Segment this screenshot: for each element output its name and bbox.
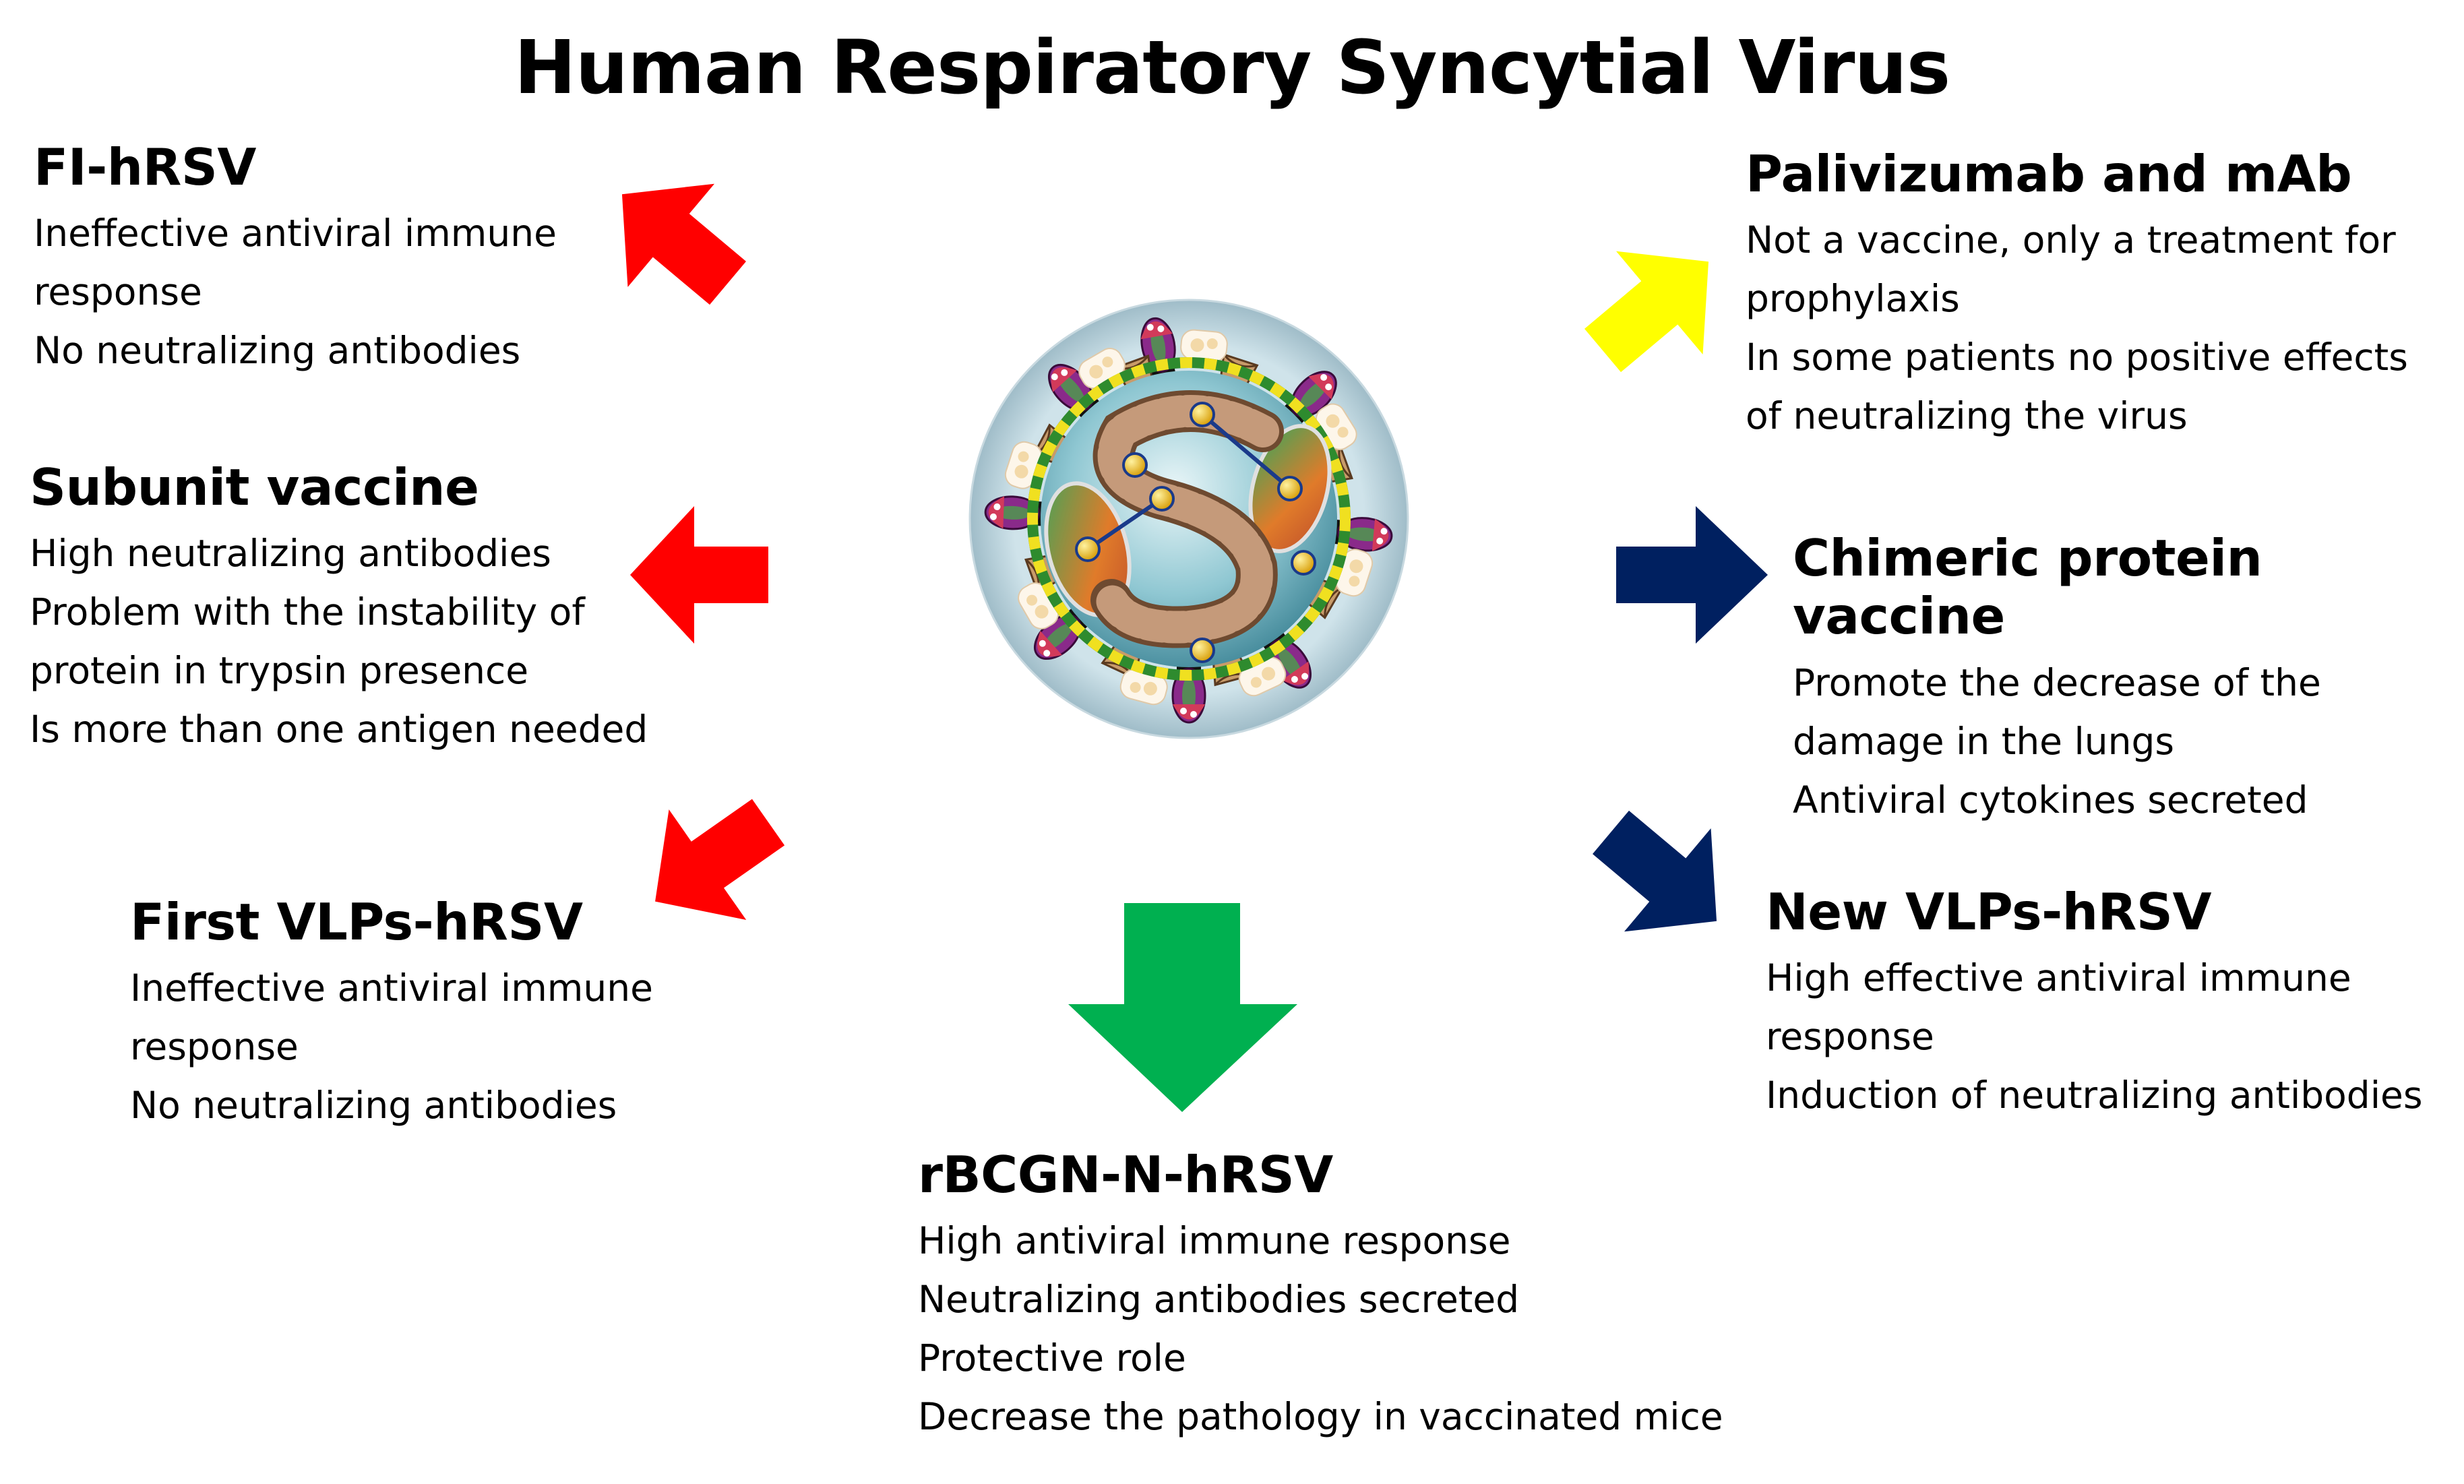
rbcgn-line: Decrease the pathology in vaccinated mic…: [918, 1395, 1723, 1439]
fi-hrsv-arrow: [621, 183, 746, 305]
palivizumab-heading: Palivizumab and mAb: [1746, 144, 2352, 204]
subunit-vaccine-line: protein in trypsin presence: [30, 649, 529, 693]
palivizumab-block: Palivizumab and mAb Not a vaccine, only …: [1746, 145, 2408, 445]
rbcgn-arrow: [1068, 903, 1297, 1112]
new-vlps-arrow: [1593, 810, 1717, 932]
fi-hrsv-line: Ineffective antiviral immune: [34, 212, 557, 255]
rbcgn-block: rBCGN-N-hRSV High antiviral immune respo…: [918, 1146, 1723, 1446]
first-vlps-line: No neutralizing antibodies: [130, 1084, 617, 1127]
subunit-vaccine-line: Is more than one antigen needed: [30, 708, 648, 751]
rbcgn-line: Neutralizing antibodies secreted: [918, 1278, 1520, 1322]
new-vlps-line: Induction of neutralizing antibodies: [1766, 1074, 2423, 1117]
palivizumab-line: prophylaxis: [1746, 277, 1960, 321]
subunit-vaccine-line: High neutralizing antibodies: [30, 532, 551, 576]
palivizumab-line: of neutralizing the virus: [1746, 394, 2188, 438]
subunit-vaccine-line: Problem with the instability of: [30, 590, 585, 634]
rbcgn-heading: rBCGN-N-hRSV: [918, 1145, 1333, 1204]
first-vlps-line: Ineffective antiviral immune: [130, 966, 653, 1010]
palivizumab-arrow: [1584, 251, 1709, 373]
chimeric-vaccine-line: Promote the decrease of the: [1793, 660, 2321, 704]
page-title: Human Respiratory Syncytial Virus: [514, 24, 1951, 111]
fi-hrsv-heading: FI-hRSV: [34, 137, 256, 197]
palivizumab-line: Not a vaccine, only a treatment for: [1746, 218, 2396, 262]
rbcgn-line: Protective role: [918, 1336, 1186, 1380]
chimeric-vaccine-line: damage in the lungs: [1793, 719, 2175, 763]
chimeric-vaccine-heading: Chimeric protein vaccine: [1793, 528, 2262, 646]
new-vlps-heading: New VLPs-hRSV: [1766, 882, 2212, 941]
first-vlps-block: First VLPs-hRSV Ineffective antiviral im…: [130, 893, 653, 1135]
chimeric-vaccine-line: Antiviral cytokines secreted: [1793, 778, 2308, 822]
new-vlps-line: response: [1766, 1015, 1934, 1059]
rbcgn-line: High antiviral immune response: [918, 1219, 1511, 1263]
new-vlps-line: High effective antiviral immune: [1766, 956, 2351, 1000]
fi-hrsv-line: No neutralizing antibodies: [34, 329, 521, 373]
chimeric-vaccine-block: Chimeric protein vaccine Promote the dec…: [1793, 529, 2464, 830]
chimeric-arrow: [1616, 506, 1768, 644]
palivizumab-line: In some patients no positive effects: [1746, 336, 2408, 379]
new-vlps-block: New VLPs-hRSV High effective antiviral i…: [1766, 883, 2422, 1125]
first-vlps-arrow: [655, 799, 785, 921]
subunit-vaccine-heading: Subunit vaccine: [30, 458, 479, 517]
fi-hrsv-line: response: [34, 270, 202, 314]
subunit-vaccine-block: Subunit vaccine High neutralizing antibo…: [30, 458, 648, 759]
fi-hrsv-block: FI-hRSV Ineffective antiviral immune res…: [34, 138, 557, 380]
subunit-arrow: [630, 506, 768, 644]
first-vlps-line: response: [130, 1025, 299, 1069]
first-vlps-heading: First VLPs-hRSV: [130, 892, 583, 952]
virus-illustration: [968, 299, 1409, 739]
